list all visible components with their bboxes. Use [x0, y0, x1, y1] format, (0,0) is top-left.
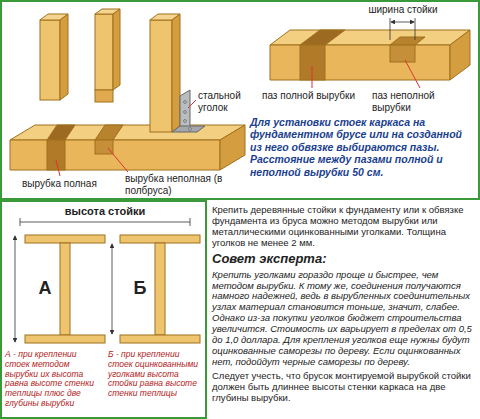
- variant-letter: Б: [131, 278, 149, 299]
- steel-bracket: [189, 128, 192, 131]
- steel-bracket: [184, 101, 187, 104]
- panel-frame: [1, 1, 479, 199]
- body-text: Крепить деревянные стойки к фундаменту и…: [212, 205, 476, 249]
- post-profile: [155, 243, 165, 335]
- foundation-beam: [270, 30, 470, 45]
- steel-bracket: [172, 126, 205, 132]
- foundation-beam: [10, 140, 220, 170]
- foundation-beam: [270, 30, 470, 80]
- foundation-beam: [95, 140, 113, 154]
- caption-text: Б - при креплении стоек оцинкованными уг…: [108, 350, 203, 399]
- dimension-label: высота стойки: [48, 205, 162, 218]
- dimension-line: [20, 218, 21, 226]
- panel-frame: [1, 201, 206, 418]
- dimension-line: [112, 244, 113, 334]
- wooden-post: [113, 9, 120, 90]
- dimension-label: ширина стойки: [357, 4, 449, 16]
- leader-line: [56, 160, 60, 176]
- dimension-line: [390, 18, 415, 40]
- dimension-line: [15, 218, 190, 342]
- variant-letter: А: [36, 278, 54, 299]
- foundation-beam: [390, 45, 415, 62]
- wooden-post: [60, 14, 68, 100]
- leader-line: [312, 60, 420, 88]
- body-text: Крепить уголками гораздо проще и быстрее…: [212, 270, 476, 368]
- note-text: Для установки стоек каркаса на фундамент…: [250, 116, 474, 178]
- post-profile: [25, 335, 105, 343]
- foundation-beam: [95, 125, 123, 140]
- wooden-post: [95, 14, 113, 90]
- part-label: паз полной вырубки: [262, 90, 364, 102]
- leader-line: [188, 100, 196, 108]
- dimension-line: [415, 18, 416, 40]
- leader-line: [108, 148, 128, 172]
- foundation-beam: [220, 125, 245, 170]
- dimension-line: [190, 218, 191, 226]
- wooden-post: [95, 90, 113, 102]
- leader-line: [405, 60, 420, 88]
- dimension-line: [390, 18, 391, 40]
- dimension-line: [20, 222, 190, 223]
- leader-line: [56, 100, 196, 176]
- wooden-post: [40, 20, 60, 100]
- steel-bracket: [184, 120, 187, 123]
- post-profile: [25, 235, 105, 243]
- post-profile: [60, 243, 70, 335]
- foundation-beam: [390, 37, 425, 45]
- foundation-beam: [47, 125, 75, 140]
- foundation-beam: [10, 125, 245, 140]
- part-label: вырубка полная: [22, 178, 117, 190]
- foundation-beam: [10, 125, 245, 170]
- tip-heading: Совет эксперта:: [212, 252, 476, 267]
- leader-line: [312, 66, 313, 88]
- wooden-post: [172, 14, 180, 132]
- dimension-line: [391, 22, 414, 23]
- post-profile: [25, 235, 200, 343]
- wooden-post: [40, 9, 180, 132]
- foundation-beam: [450, 30, 470, 80]
- dimension-line: [15, 236, 16, 342]
- post-profile: [120, 335, 200, 343]
- part-label: паз неполной вырубки: [372, 90, 476, 113]
- foundation-beam: [270, 45, 450, 80]
- steel-bracket: [184, 111, 187, 114]
- part-label: стальной уголок: [198, 90, 258, 113]
- body-text: Следует учесть, что брусок монтируемой в…: [212, 371, 476, 404]
- wooden-post: [150, 20, 172, 132]
- foundation-beam: [47, 140, 65, 170]
- post-profile: [120, 235, 200, 243]
- foundation-beam: [300, 30, 345, 45]
- part-label: вырубка неполная (в полбруса): [125, 173, 243, 196]
- caption-text: А - при креплении стоек методом вырубки …: [5, 350, 103, 409]
